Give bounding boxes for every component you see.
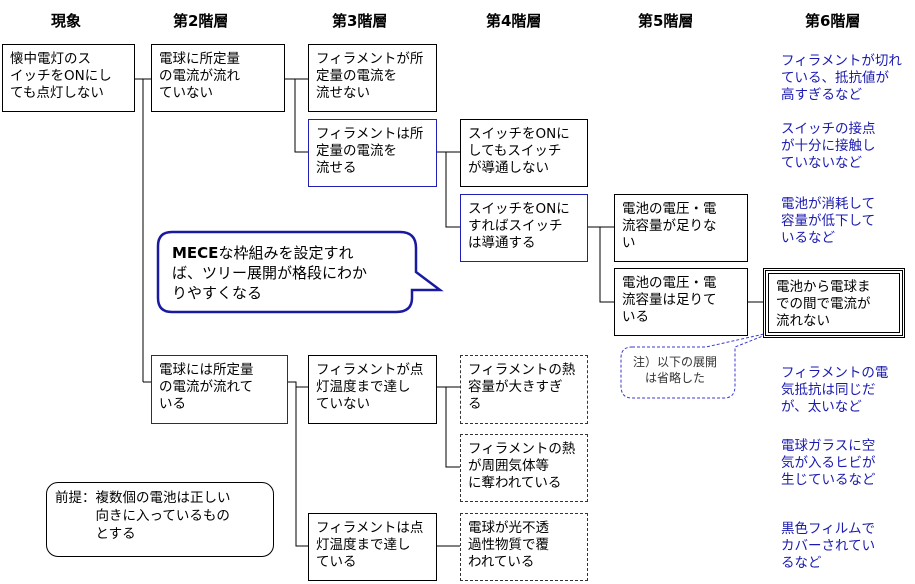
node-l3-filament-can-pass: フィラメントは所 定量の電流を 流せる: [308, 119, 437, 187]
header-level-4: 第4階層: [486, 10, 541, 31]
premise-box: 前提：複数個の電池は正しい 向きに入っているもの とする: [46, 482, 274, 557]
node-l4-opaque-cover: 電球が光不透 過性物質で覆 われている: [460, 513, 588, 581]
node-l4-switch-conducting: スイッチをONに すればスイッチ は導通する: [460, 194, 588, 262]
node-phenomenon: 懐中電灯のス イッチをONにし ても点灯しない: [2, 44, 135, 112]
note-switch-contact: スイッチの接点 が十分に接触し ていないなど: [781, 121, 876, 172]
node-l6-no-current-path: 電池から電球ま での間で電流が 流れない: [763, 268, 905, 338]
node-l3-temp-reached: フィラメントは点 灯温度まで達し ている: [308, 513, 437, 581]
note-glass-crack: 電球ガラスに空 気が入るヒビが 生じているなど: [781, 438, 876, 489]
note-filament-broken: フィラメントが切れ ている、抵抗値が 高すぎるなど: [781, 53, 902, 104]
note-battery-depleted: 電池が消耗して 容量が低下して いるなど: [781, 196, 875, 247]
omit-note-text: 注）以下の展開 は省略した: [633, 354, 717, 386]
node-l5-battery-insufficient: 電池の電圧・電 流容量が足りな い: [614, 194, 748, 262]
node-l2-no-current: 電球に所定量 の電流が流れ ていない: [151, 44, 285, 112]
header-level-5: 第5階層: [638, 10, 693, 31]
node-l4-heat-capacity: フィラメントの熱 容量が大きすぎ る: [460, 355, 588, 424]
header-level-2: 第2階層: [173, 10, 228, 31]
node-l5-battery-sufficient: 電池の電圧・電 流容量は足りて いる: [614, 268, 748, 336]
callout-mece-text: MECEな枠組みを設定すれ ば、ツリー展開が格段にわか りやすくなる: [172, 243, 367, 303]
node-l3-filament-cannot-pass: フィラメントが所 定量の電流を 流せない: [308, 44, 437, 112]
header-level-6: 第6階層: [805, 10, 860, 31]
note-filament-thick: フィラメントの電 気抵抗は同じだ が、太いなど: [781, 365, 888, 416]
node-l4-heat-loss: フィラメントの熱 が周囲気体等 に奪われている: [460, 434, 588, 502]
header-level-3: 第3階層: [332, 10, 387, 31]
node-l3-temp-not-reached: フィラメントが点 灯温度まで達し ていない: [308, 355, 437, 424]
node-l2-current-flows: 電球には所定量 の電流が流れて いる: [151, 355, 288, 424]
node-l4-switch-not-conducting: スイッチをONに してもスイッチ が導通しない: [460, 119, 588, 187]
header-phenomenon: 現象: [51, 10, 81, 31]
note-black-film: 黒色フィルムで カバーされてい るなど: [781, 521, 875, 572]
